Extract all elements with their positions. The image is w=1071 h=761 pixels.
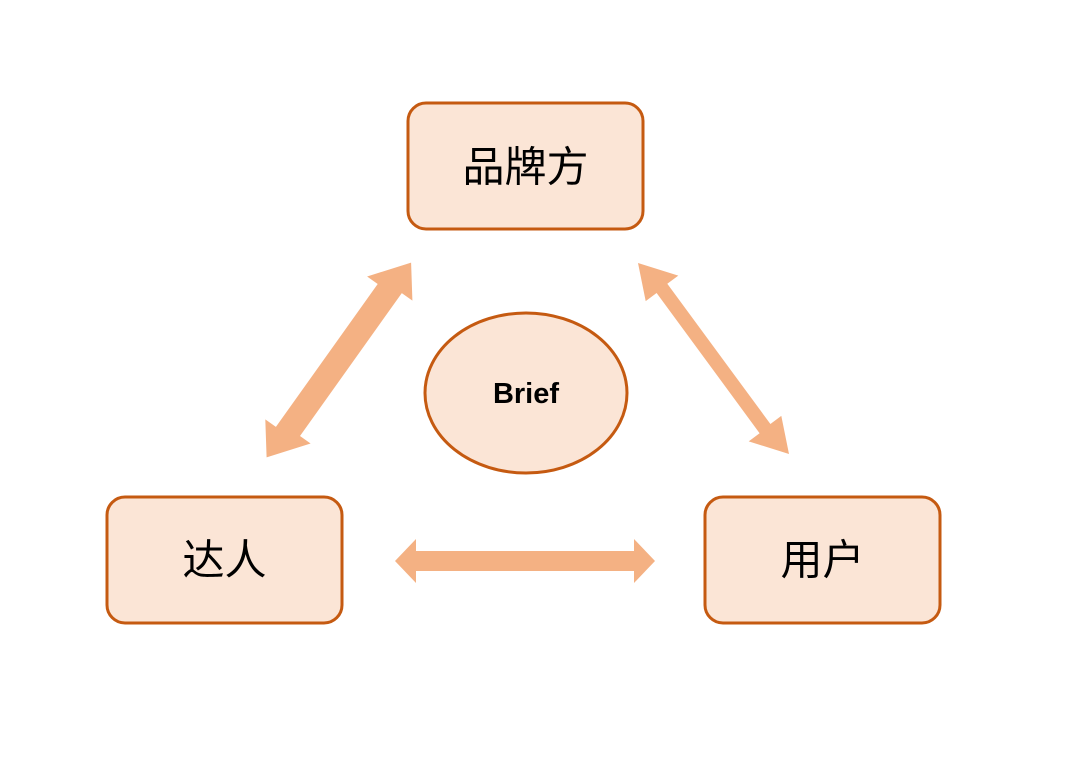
arrow-brand-user [638, 263, 789, 454]
node-user-label: 用户 [780, 536, 864, 585]
node-user: 用户 [703, 495, 942, 625]
node-brand-label: 品牌方 [462, 143, 588, 192]
arrow-influencer-user [395, 539, 655, 583]
center-brief-label: Brief [493, 378, 559, 410]
node-brand-box [406, 101, 645, 231]
node-user-box [703, 495, 942, 625]
arrow-brand-influencer [265, 262, 413, 458]
node-brand: 品牌方 [406, 101, 645, 231]
center-brief: Brief [423, 311, 629, 475]
node-influencer: 达人 [105, 495, 344, 625]
center-brief-ellipse [423, 311, 629, 475]
node-influencer-label: 达人 [182, 536, 266, 585]
node-influencer-box [105, 495, 344, 625]
